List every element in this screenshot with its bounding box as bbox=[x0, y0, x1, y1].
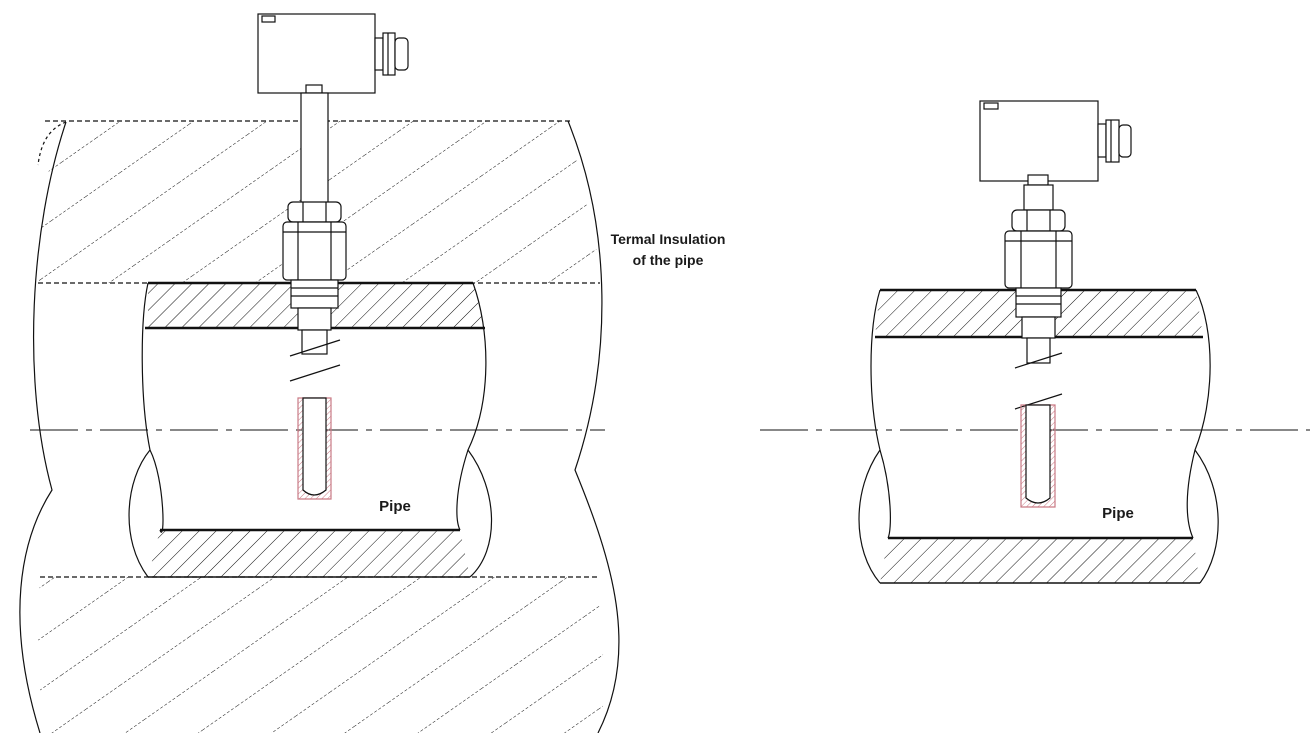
sensor-stem-left bbox=[282, 92, 347, 382]
sensor-head-left bbox=[257, 13, 409, 94]
sensor-head-right bbox=[979, 100, 1132, 186]
insulated-pipe-figure bbox=[19, 13, 620, 733]
thermowell-right bbox=[1020, 404, 1056, 508]
pipe-label-right: Pipe bbox=[1102, 505, 1134, 522]
thermowell-left bbox=[297, 397, 332, 500]
sensor-stem-right bbox=[1004, 184, 1073, 410]
pipe-body-left bbox=[128, 281, 493, 578]
bare-pipe-figure bbox=[760, 100, 1310, 584]
insulation-label-line1: Termal Insulation bbox=[611, 231, 726, 247]
insulation-label-line2: of the pipe bbox=[633, 252, 704, 268]
pipe-label-left: Pipe bbox=[379, 498, 411, 515]
